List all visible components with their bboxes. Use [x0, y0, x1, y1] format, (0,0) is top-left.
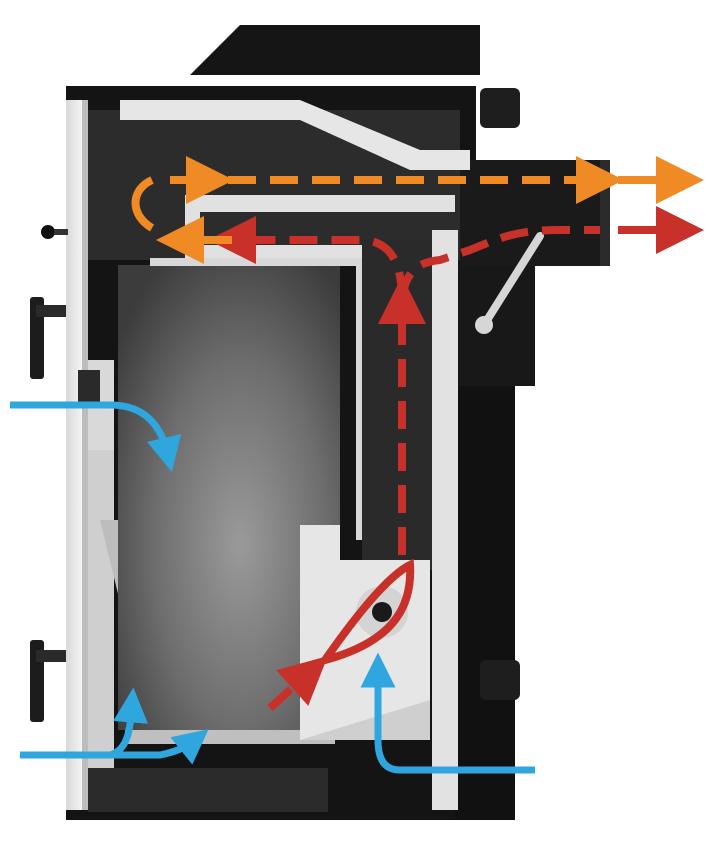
heat-exchanger: [88, 100, 470, 262]
flame-path: [208, 206, 704, 711]
handle-icon[interactable]: [30, 297, 66, 379]
knob-icon[interactable]: [41, 225, 68, 239]
primary-air-upper: [10, 401, 182, 473]
flue-damper[interactable]: [475, 232, 544, 334]
flue-return: [131, 156, 704, 264]
refractory-block: [300, 525, 430, 740]
primary-air-lower: [20, 687, 209, 765]
combustion-chamber: [88, 258, 364, 812]
secondary-air-nozzle: [360, 652, 535, 774]
handle-icon[interactable]: [30, 640, 66, 722]
